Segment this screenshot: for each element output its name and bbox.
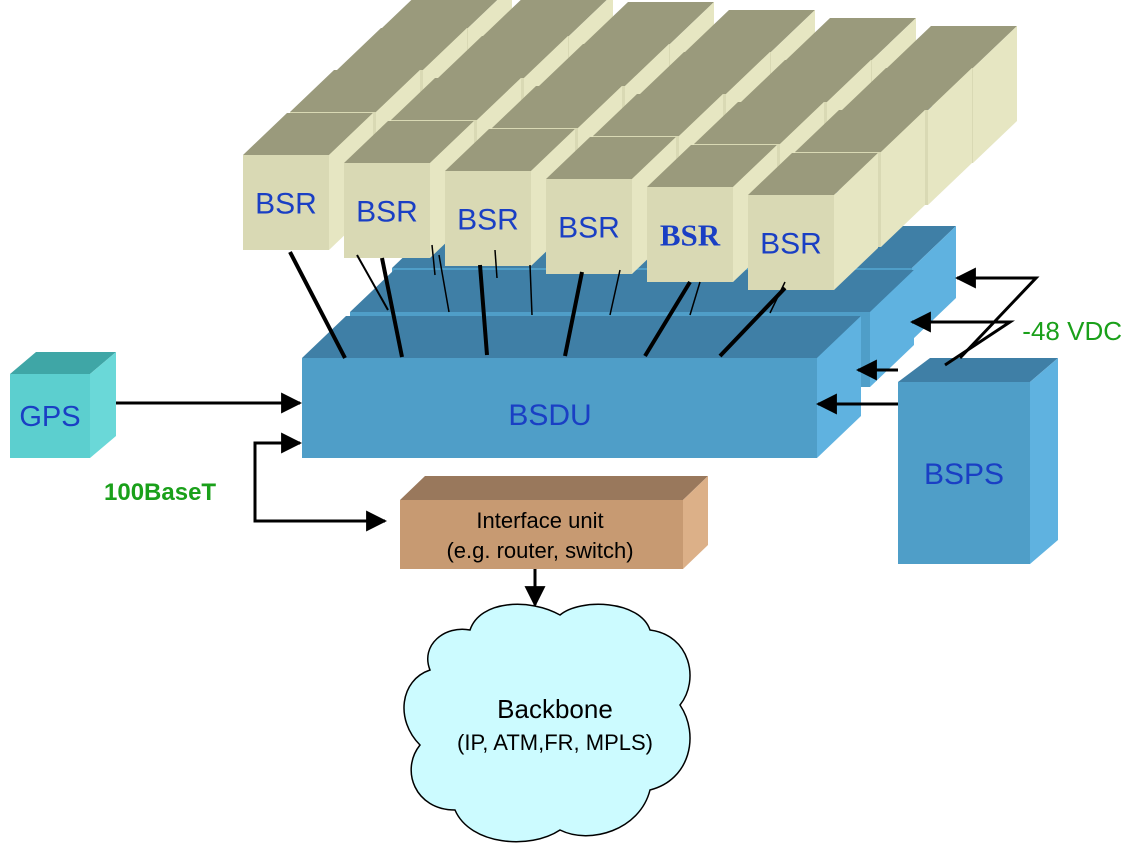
bsr-label: BSR [356, 196, 418, 229]
bsr-box: BSR [748, 153, 878, 290]
bsr-label: BSR [255, 188, 317, 221]
bsr-label: BSR [660, 218, 721, 253]
bsdu-layer [302, 316, 861, 458]
bsr-label: BSR [558, 212, 620, 245]
backbone-label-line1: Backbone [497, 694, 613, 724]
backbone-label-line2: (IP, ATM,FR, MPLS) [457, 730, 653, 755]
bsdu-stack [302, 226, 956, 458]
bsr-label: BSR [760, 228, 822, 261]
bsps-box: BSPS [898, 358, 1058, 564]
ethernet-label: 100BaseT [104, 479, 216, 506]
interface-label-line2: (e.g. router, switch) [446, 538, 633, 563]
bsr-bsdu-cables [288, 244, 787, 359]
gps-box: GPS [10, 352, 116, 458]
bsps-label: BSPS [924, 458, 1004, 491]
bsr-label: BSR [457, 204, 519, 237]
bsr-grid: BSRBSRBSRBSRBSRBSRBSRBSRBSR [243, 0, 1017, 290]
ethernet-link [253, 432, 388, 532]
gps-label: GPS [19, 401, 80, 433]
power-lines [815, 267, 1040, 415]
interface-label-line1: Interface unit [476, 508, 603, 533]
bsdu-label: BSDU [508, 399, 591, 432]
backbone-cloud: Backbone (IP, ATM,FR, MPLS) [403, 603, 691, 843]
interface-unit: Interface unit (e.g. router, switch) [400, 476, 708, 569]
vdc-label: -48 VDC [1022, 316, 1122, 346]
